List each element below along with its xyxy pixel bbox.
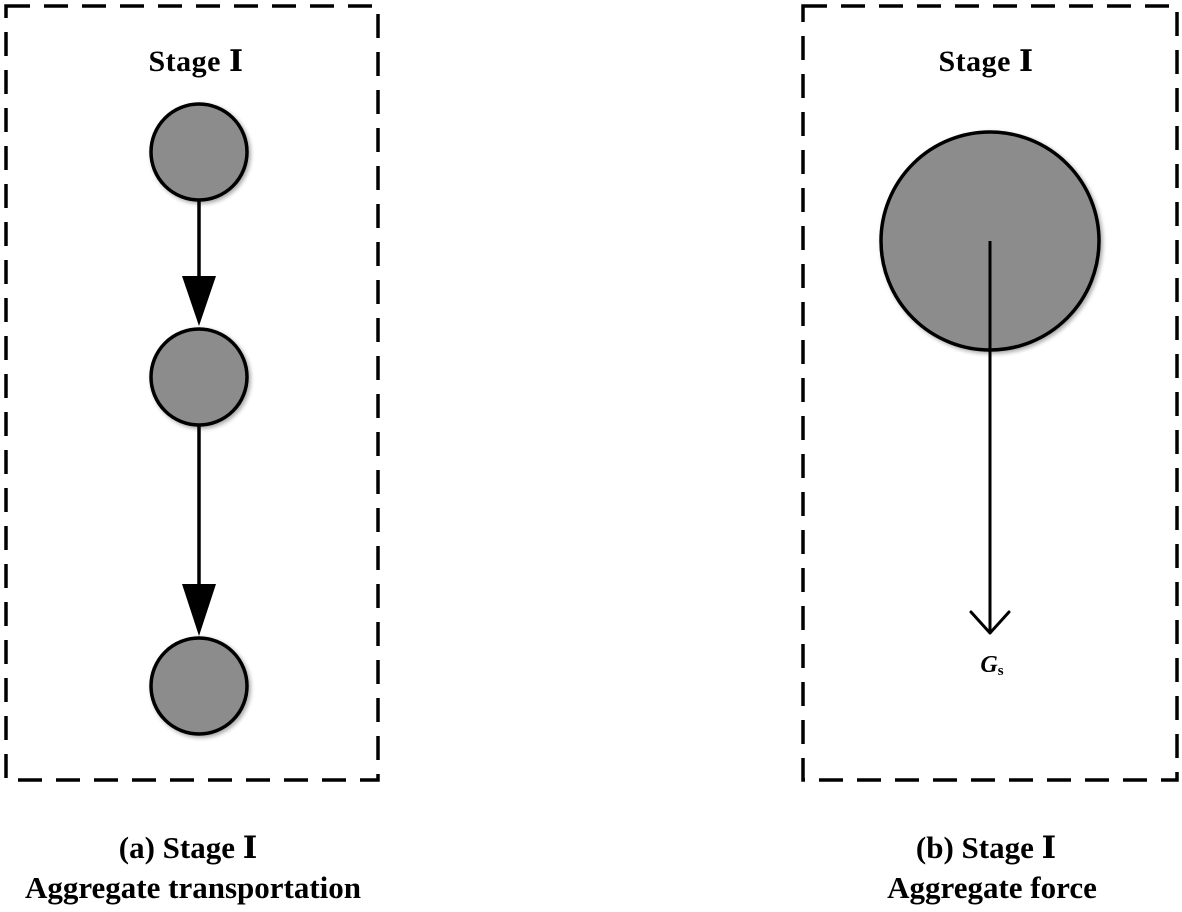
panel-a-caption-label: (a) Stage Ⅰ [118,830,258,865]
panel-b-caption-description: Aggregate force [887,870,1097,905]
panel-b-frame [801,4,1179,782]
panel-a-aggregates [149,102,249,736]
aggregate-circle-top [149,102,249,202]
panel-a-caption-description: Aggregate transportation [24,870,362,905]
gravity-force-label: Gs [980,652,1003,680]
panel-a-stage-title: Stage Ⅰ [148,45,244,78]
aggregate-circle-middle [149,327,249,427]
panel-b-stage-title: Stage Ⅰ [938,45,1034,78]
gravity-force-symbol: G [980,652,998,678]
panel-a-frame [4,4,380,782]
panel-b-aggregate [879,130,1101,635]
gravity-force-subscript: s [997,663,1004,679]
aggregate-circle-bottom [149,636,249,736]
gravity-arrow-head [969,610,1011,635]
transport-arrow-2-head [182,584,216,636]
panel-b-caption-label: (b) Stage Ⅰ [915,830,1057,865]
transport-arrow-1-head [182,276,216,326]
